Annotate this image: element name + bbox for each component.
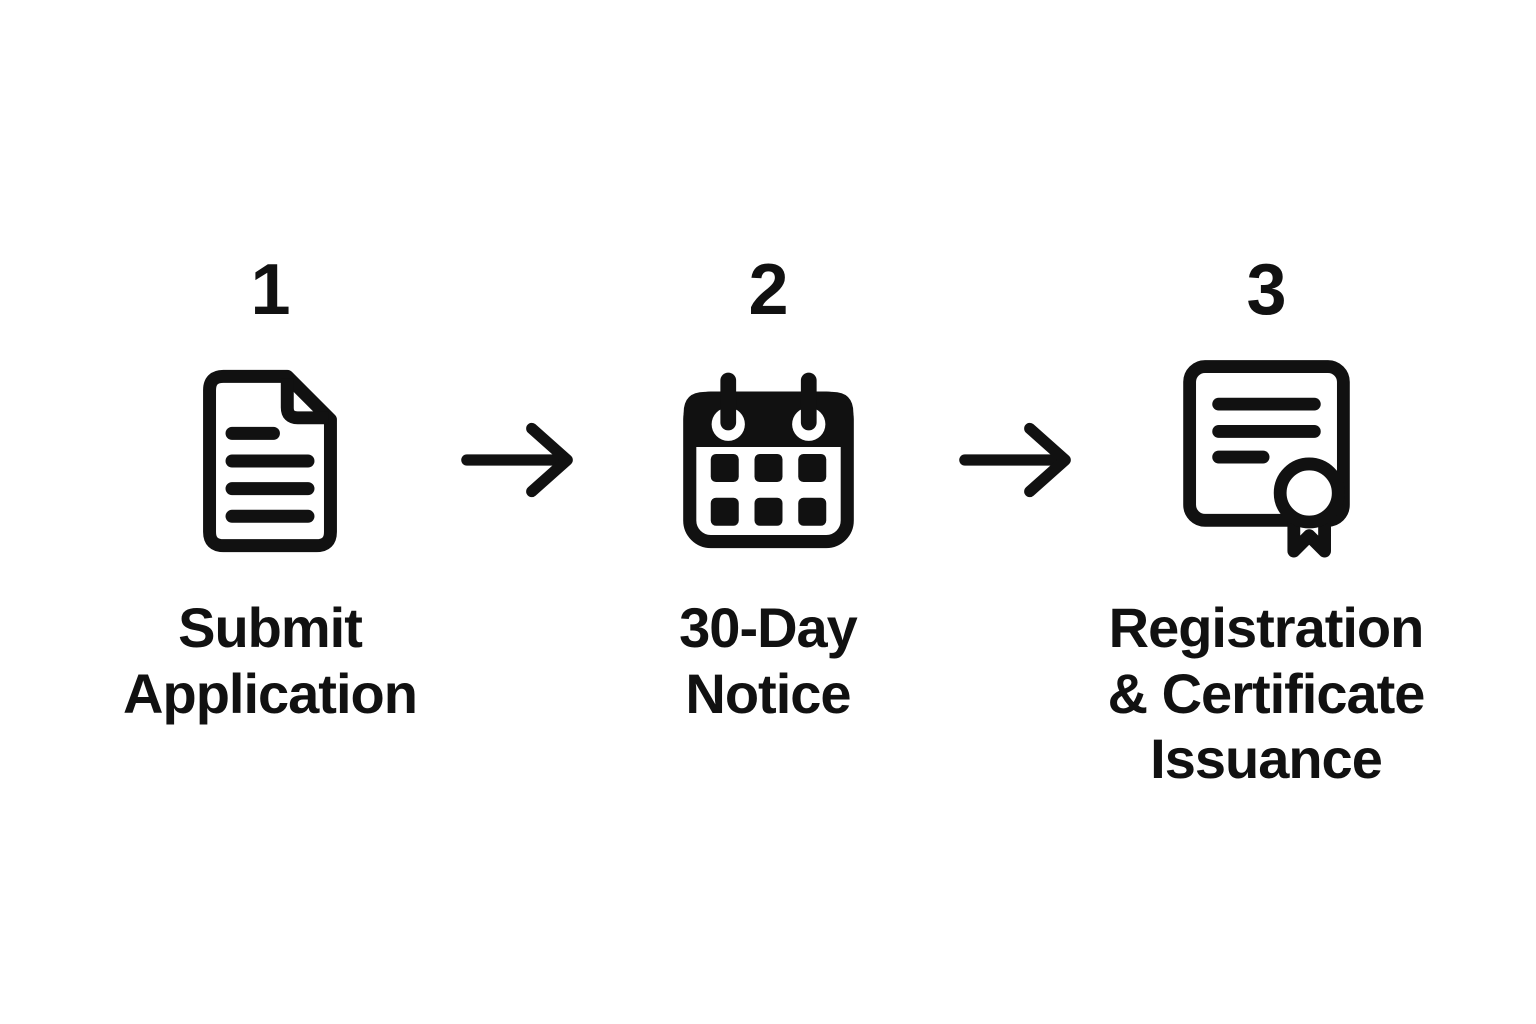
step-2-label-line: 30-Day [679,596,858,659]
step-3-label: Registration & Certificate Issuance [1107,595,1426,792]
step-1-label-line: Submit [178,596,363,659]
flow-connector-2 [958,420,1076,500]
arrow-right-icon [461,422,573,498]
step-2-label: 30-Day Notice [679,595,858,726]
arrow-right-icon [959,422,1071,498]
calendar-icon [682,372,854,548]
step-2-30-day-notice: 2 30-Day Notice [578,252,958,726]
step-3-icon-box [1181,358,1352,563]
step-1-submit-application: 1 Submit Application [80,252,460,726]
step-2-label-line: Notice [685,661,851,725]
step-3-label-line: Registration [1108,596,1425,659]
step-1-label-line: Application [123,661,418,725]
process-flow-diagram: 1 Submit Application 2 [80,252,1456,792]
step-2-number: 2 [748,250,788,330]
step-1-number: 1 [250,250,290,330]
step-2-icon-box [681,358,856,563]
step-1-icon-box [194,358,346,563]
document-icon [203,369,337,552]
step-3-number: 3 [1246,250,1286,330]
step-3-label-line: & Certificate [1107,661,1426,725]
flow-connector-1 [460,420,578,500]
certificate-icon [1182,360,1350,558]
step-3-label-line: Issuance [1150,727,1383,791]
step-1-label: Submit Application [123,595,418,726]
step-3-registration-certificate: 3 Registration & Certificate Issuance [1076,252,1456,792]
